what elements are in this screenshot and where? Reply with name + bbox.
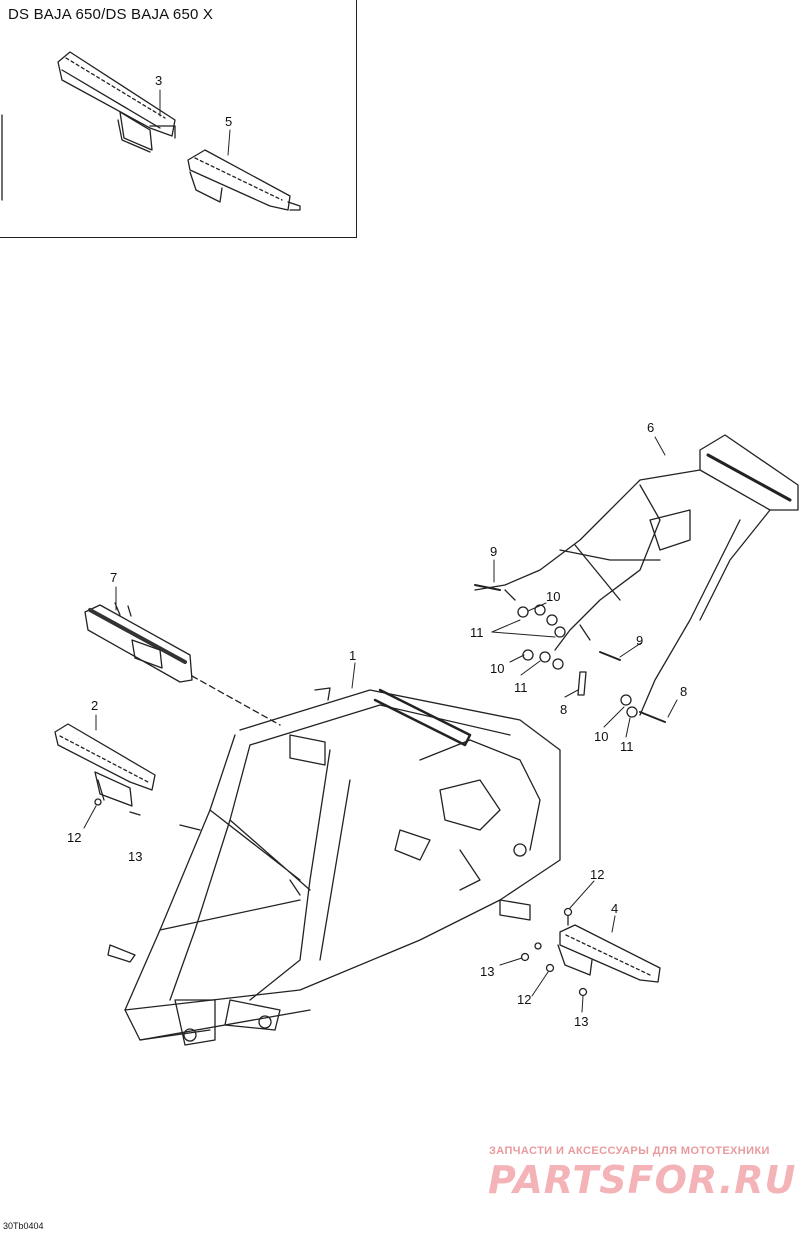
- part-4-footpeg: [520, 907, 661, 997]
- drawing-code: 30Tb0404: [3, 1221, 44, 1231]
- part-7-leader-dashed: [191, 675, 281, 726]
- part-3-footpeg: [57, 51, 176, 153]
- callout-10-upper: 10: [546, 589, 561, 604]
- callout-11-lower: 11: [620, 739, 634, 754]
- leader-lines: [83, 89, 678, 1013]
- part-6-rear-subframe: [474, 434, 799, 716]
- watermark-brand: PARTSFOR.RU: [488, 1158, 797, 1202]
- callout-3: 3: [155, 73, 163, 88]
- part-1-main-frame: [107, 687, 561, 1046]
- watermark-tagline: ЗАПЧАСТИ И АКСЕССУАРЫ ДЛЯ МОТОТЕХНИКИ: [489, 1145, 770, 1157]
- part-7-heat-shield: [84, 602, 193, 683]
- callout-11-upper: 11: [470, 625, 484, 640]
- callout-13-middle-right: 13: [480, 964, 495, 979]
- callout-13-lower-right: 13: [574, 1014, 589, 1029]
- callout-11-middle: 11: [514, 680, 528, 695]
- inset-title: DS BAJA 650/DS BAJA 650 X: [8, 6, 214, 23]
- callout-9-upper: 9: [490, 544, 498, 559]
- callout-12-upper-right: 12: [590, 867, 605, 882]
- inset-box: DS BAJA 650/DS BAJA 650 X: [0, 0, 357, 238]
- callout-5: 5: [225, 114, 233, 129]
- part-5-footpeg: [187, 149, 301, 211]
- callout-13-left: 13: [128, 849, 143, 864]
- callout-10-middle: 10: [490, 661, 505, 676]
- hardware-upper: [474, 584, 666, 723]
- callout-4: 4: [611, 901, 619, 916]
- callout-8-right: 8: [680, 684, 688, 699]
- callout-7: 7: [110, 570, 118, 585]
- callout-8-middle: 8: [560, 702, 568, 717]
- callout-2: 2: [91, 698, 99, 713]
- part-2-footpeg: [54, 723, 156, 816]
- callout-12-left: 12: [67, 830, 82, 845]
- callout-10-lower: 10: [594, 729, 609, 744]
- callout-6: 6: [647, 420, 655, 435]
- callout-9-lower: 9: [636, 633, 644, 648]
- callout-12-lower-right: 12: [517, 992, 532, 1007]
- callout-1: 1: [349, 648, 357, 663]
